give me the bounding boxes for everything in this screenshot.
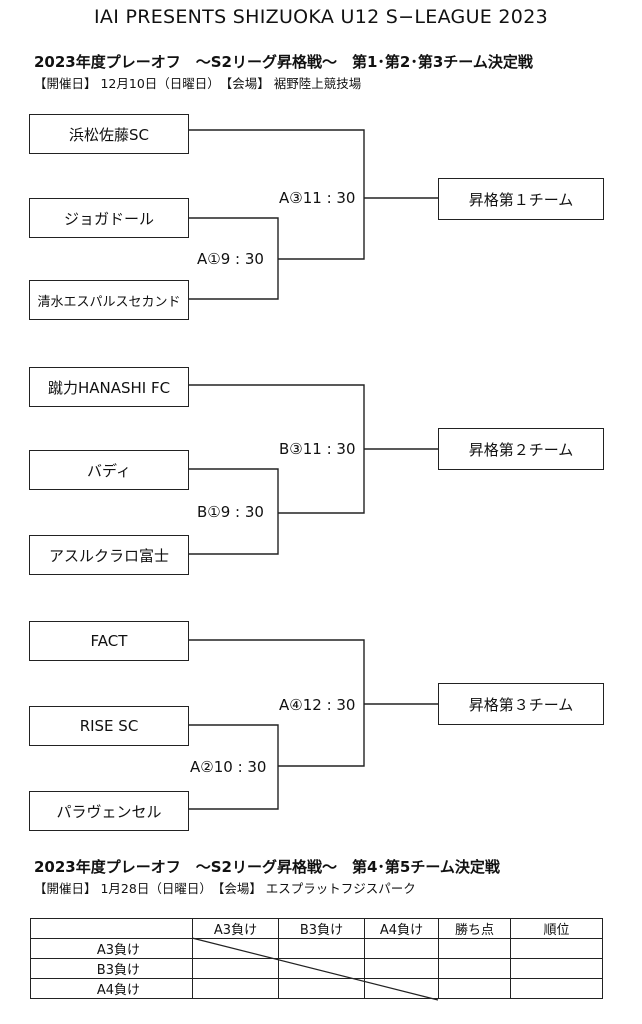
- bracket1-match-first: A①9 : 30: [197, 250, 264, 268]
- standings-cell: [364, 958, 439, 979]
- bracket1-line-first: [189, 217, 279, 300]
- standings-cell: [438, 958, 511, 979]
- section2-heading: 2023年度プレーオフ ～S2リーグ昇格戦～ 第4･第5チーム決定戦: [34, 858, 500, 876]
- bracket1-team-3: 清水エスパルスセカンド: [29, 280, 189, 320]
- bracket3-line-top: [189, 639, 365, 767]
- standings-header-a3: A3負け: [192, 918, 279, 939]
- standings-cell: [278, 978, 365, 999]
- bracket2-line-first: [189, 468, 279, 555]
- standings-header-row: A3負け B3負け A4負け 勝ち点 順位: [30, 918, 603, 939]
- bracket1-match-final: A③11 : 30: [279, 189, 356, 207]
- bracket3-team-1: FACT: [29, 621, 189, 661]
- standings-header-a4: A4負け: [364, 918, 439, 939]
- standings-row-label: A3負け: [30, 938, 193, 959]
- bracket1-team-1: 浜松佐藤SC: [29, 114, 189, 154]
- standings-header-rank: 順位: [510, 918, 603, 939]
- standings-cell: [364, 978, 439, 999]
- standings-cell: [364, 938, 439, 959]
- section1-heading: 2023年度プレーオフ ～S2リーグ昇格戦～ 第1･第2･第3チーム決定戦: [34, 53, 533, 71]
- standings-header-blank: [30, 918, 193, 939]
- standings-cell: [438, 978, 511, 999]
- bracket3-match-final: A④12 : 30: [279, 696, 356, 714]
- bracket2-team-1: 蹴力HANASHI FC: [29, 367, 189, 407]
- bracket1-winner: 昇格第１チーム: [438, 178, 604, 220]
- standings-cell: [278, 958, 365, 979]
- standings-row-label: A4負け: [30, 978, 193, 999]
- bracket3-team-3: パラヴェンセル: [29, 791, 189, 831]
- section2-info: 【開催日】 1月28日（日曜日） 【会場】 エスプラットフジスパーク: [34, 881, 416, 896]
- bracket3-winner: 昇格第３チーム: [438, 683, 604, 725]
- page-title: IAI PRESENTS SHIZUOKA U12 S−LEAGUE 2023: [94, 6, 548, 28]
- bracket1-line-top: [189, 129, 365, 260]
- standings-table: A3負け B3負け A4負け 勝ち点 順位 A3負け B3負け A4負け: [30, 918, 603, 999]
- standings-row: B3負け: [30, 958, 603, 979]
- bracket3-match-first: A②10 : 30: [190, 758, 267, 776]
- standings-row: A3負け: [30, 938, 603, 959]
- standings-cell: [510, 958, 603, 979]
- bracket1-team-2: ジョガドール: [29, 198, 189, 238]
- bracket3-line-first: [189, 724, 279, 810]
- bracket2-team-2: バディ: [29, 450, 189, 490]
- bracket3-team-2: RISE SC: [29, 706, 189, 746]
- bracket2-match-final: B③11 : 30: [279, 440, 356, 458]
- standings-header-points: 勝ち点: [438, 918, 511, 939]
- standings-cell: [510, 938, 603, 959]
- standings-cell: [192, 938, 279, 959]
- standings-cell: [278, 938, 365, 959]
- standings-row-label: B3負け: [30, 958, 193, 979]
- bracket2-match-first: B①9 : 30: [197, 503, 264, 521]
- standings-cell: [192, 958, 279, 979]
- bracket2-team-3: アスルクラロ富士: [29, 535, 189, 575]
- standings-cell: [438, 938, 511, 959]
- standings-header-b3: B3負け: [278, 918, 365, 939]
- standings-cell: [510, 978, 603, 999]
- standings-cell: [192, 978, 279, 999]
- section1-info: 【開催日】 12月10日（日曜日） 【会場】 裾野陸上競技場: [34, 76, 362, 91]
- standings-row: A4負け: [30, 978, 603, 999]
- bracket2-winner: 昇格第２チーム: [438, 428, 604, 470]
